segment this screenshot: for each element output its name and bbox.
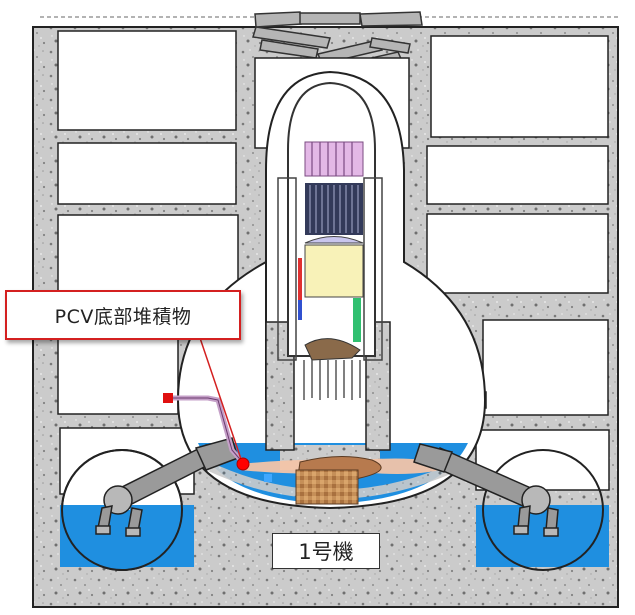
callout-leader-line <box>199 337 243 463</box>
left-robot-arm-icon <box>95 437 239 537</box>
deposit-target-marker <box>236 457 250 471</box>
deposit-callout-label: PCV底部堆積物 <box>5 290 241 340</box>
right-suppression-chamber <box>476 449 609 571</box>
small-blue-marker <box>264 474 272 482</box>
reactor-pressure-vessel <box>277 81 383 400</box>
rooms-right <box>426 35 610 491</box>
right-robot-arm-icon <box>413 443 559 537</box>
deposit-block-pile <box>295 469 359 505</box>
unit-label: 1号機 <box>272 533 380 569</box>
pipe-entry-marker <box>163 393 173 403</box>
